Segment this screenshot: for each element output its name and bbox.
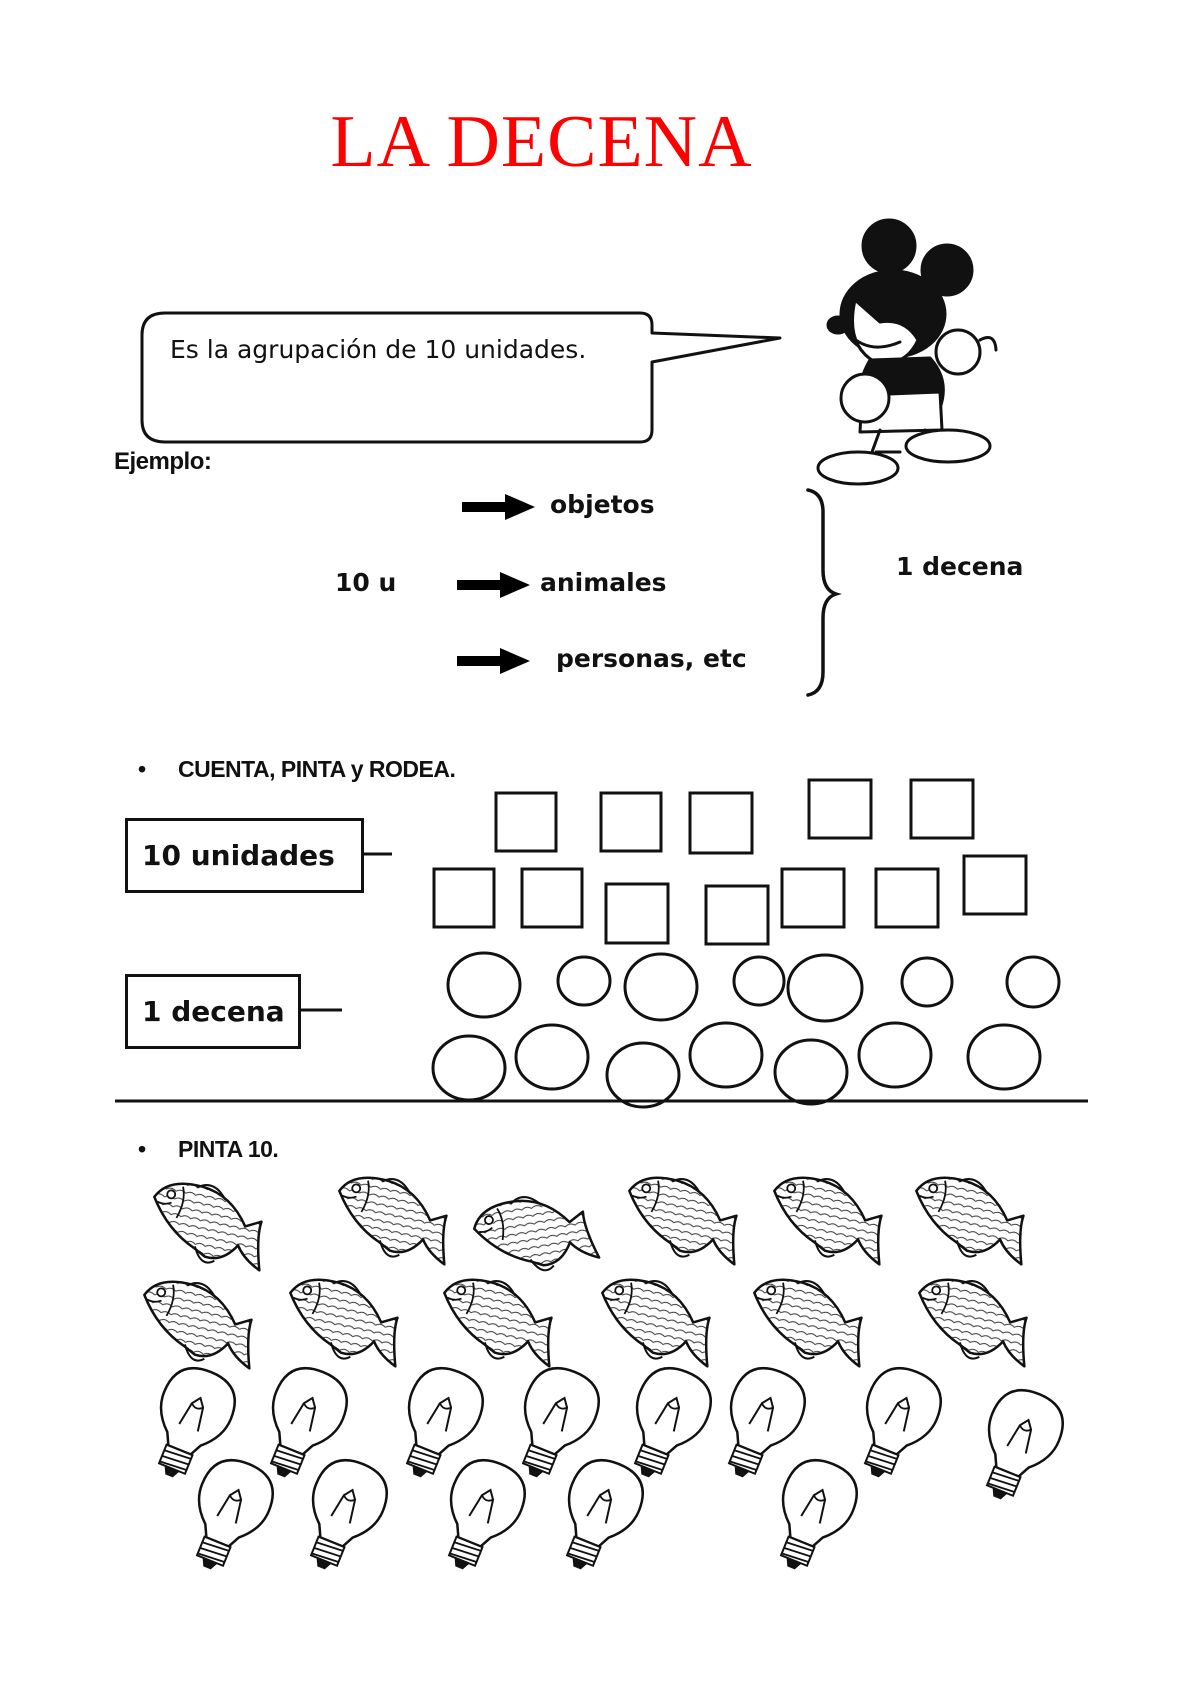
square bbox=[432, 867, 496, 929]
curly-brace bbox=[806, 488, 842, 697]
circle bbox=[605, 1041, 681, 1109]
example-quantity: 10 u bbox=[335, 568, 397, 597]
arrow-right-icon bbox=[457, 648, 530, 674]
circles-group bbox=[431, 951, 1061, 1109]
fish-icon bbox=[141, 1173, 276, 1275]
fish-icon bbox=[131, 1271, 266, 1373]
fish-icon bbox=[741, 1269, 876, 1371]
circle bbox=[556, 955, 612, 1007]
circle bbox=[1005, 955, 1061, 1009]
example-label: Ejemplo: bbox=[114, 448, 212, 475]
circle bbox=[900, 956, 954, 1008]
fish-icon bbox=[431, 1269, 566, 1371]
circle bbox=[431, 1034, 507, 1102]
example-result: 1 decena bbox=[896, 552, 1024, 581]
fish-icon bbox=[903, 1167, 1038, 1269]
light-bulb-icon bbox=[424, 1449, 536, 1583]
circle bbox=[732, 955, 786, 1007]
light-bulb-icon bbox=[840, 1357, 952, 1491]
square bbox=[599, 791, 663, 853]
circle bbox=[688, 1021, 764, 1089]
square bbox=[962, 854, 1028, 916]
cartoon-mouse-icon bbox=[816, 218, 998, 486]
light-bulb-icon bbox=[286, 1449, 398, 1583]
circle bbox=[446, 951, 522, 1019]
speech-bubble bbox=[140, 311, 782, 444]
fish-icon bbox=[469, 1184, 601, 1283]
fish-icon bbox=[906, 1269, 1041, 1371]
light-bulb-icon bbox=[962, 1379, 1074, 1513]
speech-bubble-text: Es la agrupación de 10 unidades. bbox=[170, 335, 587, 364]
ten-box: 1 decena bbox=[125, 974, 301, 1049]
fish-icon bbox=[616, 1167, 751, 1269]
units-box-label: 10 unidades bbox=[142, 839, 335, 872]
square bbox=[780, 867, 846, 929]
circle bbox=[773, 1038, 849, 1106]
circle bbox=[966, 1023, 1042, 1091]
square bbox=[874, 867, 940, 929]
example-item-animals: animales bbox=[540, 568, 667, 597]
square bbox=[688, 791, 754, 855]
light-bulb-icon bbox=[542, 1449, 654, 1583]
fish-icon bbox=[761, 1167, 896, 1269]
light-bulb-icon bbox=[756, 1449, 868, 1583]
example-item-objects: objetos bbox=[550, 490, 655, 519]
circle bbox=[623, 952, 699, 1022]
page-title: LA DECENA bbox=[330, 101, 753, 183]
exercise2-instruction: PINTA 10. bbox=[178, 1136, 279, 1162]
example-item-people: personas, etc bbox=[556, 644, 747, 673]
ten-box-label: 1 decena bbox=[142, 995, 285, 1028]
square bbox=[520, 867, 584, 929]
light-bulb-icon bbox=[172, 1449, 284, 1583]
square bbox=[704, 884, 770, 946]
bullet: • bbox=[138, 756, 146, 782]
fish-icon bbox=[326, 1167, 461, 1269]
square bbox=[909, 778, 975, 840]
bullet: • bbox=[138, 1136, 146, 1162]
circle bbox=[857, 1021, 933, 1089]
units-box: 10 unidades bbox=[125, 818, 364, 893]
square bbox=[494, 791, 558, 853]
square bbox=[807, 778, 873, 840]
fish-icon bbox=[589, 1269, 724, 1371]
arrow-right-icon bbox=[457, 572, 530, 598]
exercise1-instruction: CUENTA, PINTA y RODEA. bbox=[178, 756, 456, 782]
circle bbox=[514, 1023, 590, 1091]
squares-group bbox=[432, 778, 1028, 946]
circle bbox=[786, 953, 864, 1023]
fish-icon bbox=[277, 1269, 412, 1371]
arrow-right-icon bbox=[462, 494, 535, 520]
square bbox=[604, 882, 670, 945]
